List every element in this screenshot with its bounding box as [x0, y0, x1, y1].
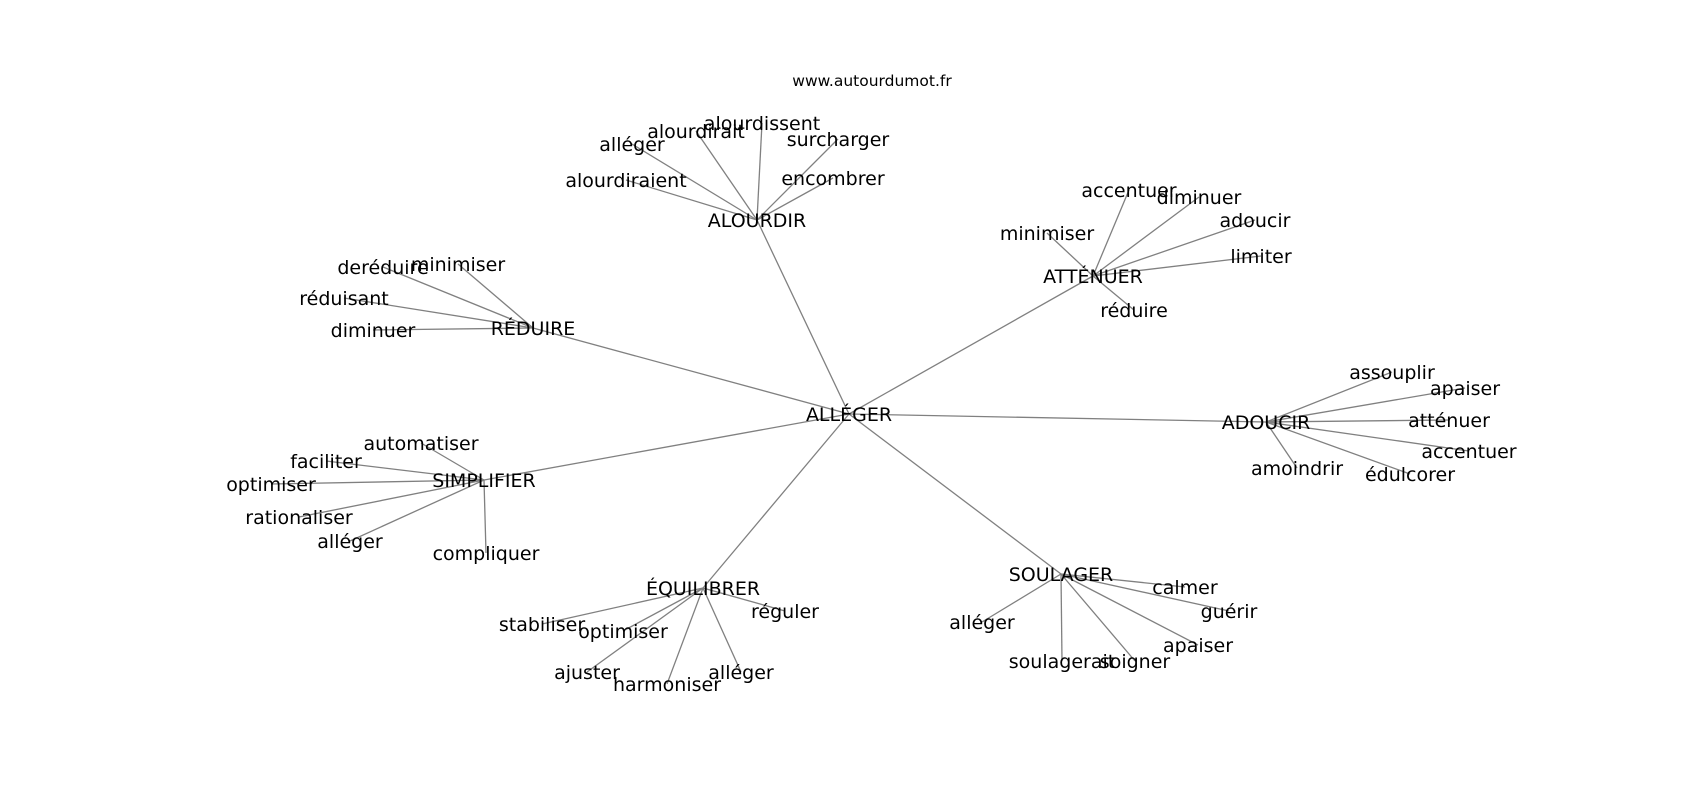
- leaf-node-label: diminuer: [331, 320, 416, 342]
- leaf-node-label: alourdirait: [647, 121, 745, 143]
- leaf-node-label: faciliter: [290, 451, 362, 473]
- leaf-node-label: surcharger: [787, 129, 890, 151]
- edge-hub-to-leaf: [1265, 371, 1393, 423]
- leaf-node-label: encombrer: [781, 168, 884, 190]
- edge-hub-to-leaf: [631, 143, 758, 221]
- edge-hub-to-leaf: [625, 179, 758, 221]
- edge-hub-to-leaf: [666, 587, 704, 685]
- edge-hub-to-leaf: [756, 177, 834, 221]
- leaf-node-label: guérir: [1201, 601, 1258, 623]
- edge-hub-to-leaf: [1265, 419, 1450, 423]
- edge-hub-to-leaf: [1060, 573, 1230, 612]
- edge-hub-to-leaf: [343, 297, 534, 329]
- leaf-node-label: alléger: [317, 531, 383, 553]
- root-node-label: ALLÉGER: [806, 403, 892, 426]
- leaf-node-label: automatiser: [363, 433, 478, 455]
- edge-hub-to-leaf: [702, 587, 786, 612]
- leaf-node-label: alléger: [599, 134, 665, 156]
- edge-root-to-hub: [756, 219, 850, 415]
- leaf-node-label: réguler: [751, 601, 819, 623]
- leaf-node-label: apaiser: [1163, 635, 1233, 657]
- edge-hub-to-leaf: [695, 130, 758, 221]
- leaf-node-label: soulagerait: [1009, 651, 1115, 673]
- leaf-node-label: optimiser: [226, 474, 316, 496]
- edge-hub-to-leaf: [298, 479, 485, 518]
- hub-node-label: ADOUCIR: [1222, 412, 1311, 434]
- leaf-node-label: harmoniser: [613, 674, 721, 696]
- edge-root-to-hub: [848, 275, 1094, 415]
- edge-root-to-hub: [848, 413, 1062, 575]
- edge-hub-to-leaf: [1092, 196, 1200, 277]
- edge-hub-to-leaf: [1046, 232, 1094, 277]
- leaf-node-label: apaiser: [1430, 378, 1500, 400]
- edge-hub-to-leaf: [756, 122, 763, 221]
- edge-hub-to-leaf: [325, 460, 485, 481]
- leaf-node-label: assouplir: [1349, 362, 1435, 384]
- edge-hub-to-leaf: [1060, 573, 1186, 588]
- edge-hub-to-leaf: [622, 587, 704, 632]
- leaf-node-label: ajuster: [554, 662, 620, 684]
- edge-hub-to-leaf: [1060, 573, 1199, 646]
- edge-hub-to-leaf: [372, 327, 534, 331]
- edge-hub-to-leaf: [382, 266, 534, 329]
- hub-node-label: RÉDUIRE: [491, 317, 576, 340]
- edge-hub-to-leaf: [1265, 421, 1298, 469]
- leaf-node-label: deréduire: [337, 257, 428, 279]
- edge-hub-to-leaf: [1265, 421, 1411, 475]
- edge-hub-to-leaf: [702, 587, 742, 673]
- edge-root-to-hub: [702, 413, 850, 589]
- leaf-node-label: amoindrir: [1251, 458, 1343, 480]
- leaf-node-label: réduire: [1100, 300, 1168, 322]
- hub-node-label: ATTÉNUER: [1043, 265, 1143, 288]
- edge-hub-to-leaf: [586, 587, 704, 673]
- edge-hub-to-leaf: [1265, 421, 1470, 452]
- leaf-node-label: alourdiraient: [565, 170, 686, 192]
- leaf-node-label: rationaliser: [245, 507, 353, 529]
- edge-hub-to-leaf: [420, 442, 485, 481]
- edge-hub-to-leaf: [756, 138, 839, 221]
- hub-node-label: ÉQUILIBRER: [646, 577, 760, 600]
- edge-hub-to-leaf: [1092, 255, 1262, 277]
- watermark-text: www.autourdumot.fr: [792, 72, 952, 90]
- edge-hub-to-leaf: [1060, 573, 1136, 662]
- leaf-node-label: alourdissent: [704, 113, 820, 135]
- labels-layer: ALLÉGERALOURDIRallégeralourdiraitalourdi…: [226, 113, 1517, 696]
- hub-node-label: SIMPLIFIER: [432, 470, 535, 492]
- edge-hub-to-leaf: [1092, 189, 1130, 277]
- leaf-node-label: réduisant: [299, 288, 389, 310]
- leaf-node-label: diminuer: [1157, 187, 1242, 209]
- edge-hub-to-leaf: [1092, 275, 1135, 311]
- edge-hub-to-leaf: [981, 573, 1062, 623]
- leaf-node-label: soigner: [1100, 651, 1171, 673]
- edge-root-to-hub: [532, 327, 850, 415]
- leaf-node-label: alléger: [708, 662, 774, 684]
- edges-layer: [270, 122, 1470, 685]
- leaf-node-label: optimiser: [578, 621, 668, 643]
- leaf-node-label: accentuer: [1421, 441, 1516, 463]
- edge-hub-to-leaf: [483, 479, 487, 554]
- leaf-node-label: calmer: [1152, 577, 1218, 599]
- leaf-node-label: minimiser: [1000, 223, 1094, 245]
- edge-hub-to-leaf: [1092, 219, 1256, 277]
- edge-hub-to-leaf: [1265, 387, 1466, 423]
- leaf-node-label: atténuer: [1408, 410, 1490, 432]
- hub-node-label: ALOURDIR: [708, 210, 806, 232]
- edge-hub-to-leaf: [270, 479, 485, 485]
- leaf-node-label: adoucir: [1220, 210, 1291, 232]
- leaf-node-label: compliquer: [433, 543, 540, 565]
- leaf-node-label: accentuer: [1081, 180, 1176, 202]
- leaf-node-label: stabiliser: [499, 614, 585, 636]
- edge-hub-to-leaf: [1060, 573, 1063, 662]
- edge-root-to-hub: [848, 413, 1267, 423]
- leaf-node-label: minimiser: [411, 254, 505, 276]
- leaf-node-label: limiter: [1230, 246, 1291, 268]
- edge-hub-to-leaf: [541, 587, 704, 625]
- edge-hub-to-leaf: [349, 479, 485, 542]
- leaf-node-label: édulcorer: [1365, 464, 1455, 486]
- edge-hub-to-leaf: [457, 263, 534, 329]
- hub-node-label: SOULAGER: [1009, 564, 1114, 586]
- leaf-node-label: alléger: [949, 612, 1015, 634]
- edge-root-to-hub: [483, 413, 850, 481]
